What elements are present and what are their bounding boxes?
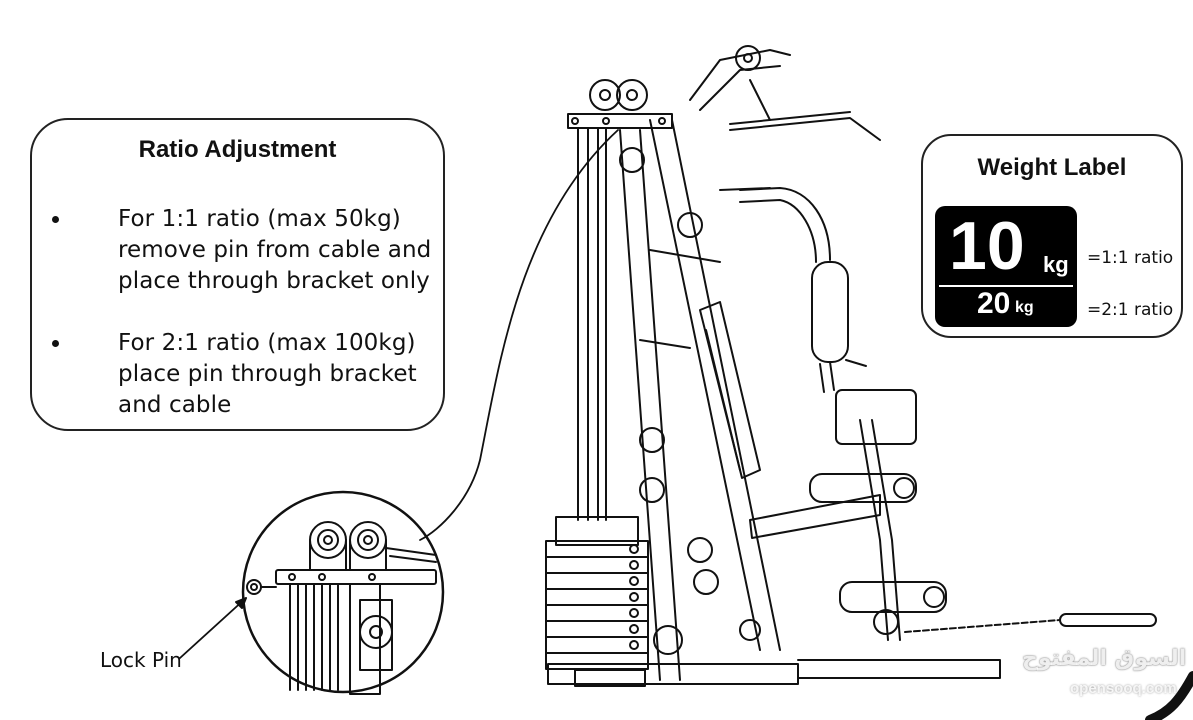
weight-1to1-value: 10 [949,208,1025,284]
detail-zoom-circle [241,490,445,695]
ratio-item-text: For 1:1 ratio (max 50kg) remove pin from… [118,206,432,294]
weight-1to1-unit: kg [1043,252,1069,277]
bullet-dot [52,340,59,347]
corner-curve [1145,671,1193,720]
ratio-2to1-note: =2:1 ratio [1087,300,1174,320]
machine [545,45,1157,687]
watermark-arabic: السوق المفتوح [1022,646,1187,671]
bullet-dot [52,216,59,223]
callout-connector-line [419,129,619,541]
weight-label-title: Weight Label [977,154,1127,181]
ratio-item-text: For 2:1 ratio (max 100kg) place pin thro… [118,330,417,418]
ratio-adjustment-title: Ratio Adjustment [138,136,337,163]
ratio-item-2: For 2:1 ratio (max 100kg) place pin thro… [52,328,432,421]
lock-pin-arrow [179,597,247,659]
weight-label-box: Weight Label 10 kg 20 kg =1:1 ratio =2:1… [921,134,1183,338]
label-divider [939,285,1073,287]
watermark-latin: opensooq.com [1070,680,1177,697]
ratio-adjustment-box: Ratio Adjustment For 1:1 ratio (max 50kg… [30,118,445,431]
ratio-item-1: For 1:1 ratio (max 50kg) remove pin from… [52,204,432,297]
weight-2to1-unit: kg [1015,299,1034,316]
weight-2to1-value: 20 [977,287,1011,320]
lock-pin-label: Lock Pin [100,648,182,672]
weight-plate-label: 10 kg 20 kg [935,206,1077,327]
ratio-1to1-note: =1:1 ratio [1087,248,1174,268]
